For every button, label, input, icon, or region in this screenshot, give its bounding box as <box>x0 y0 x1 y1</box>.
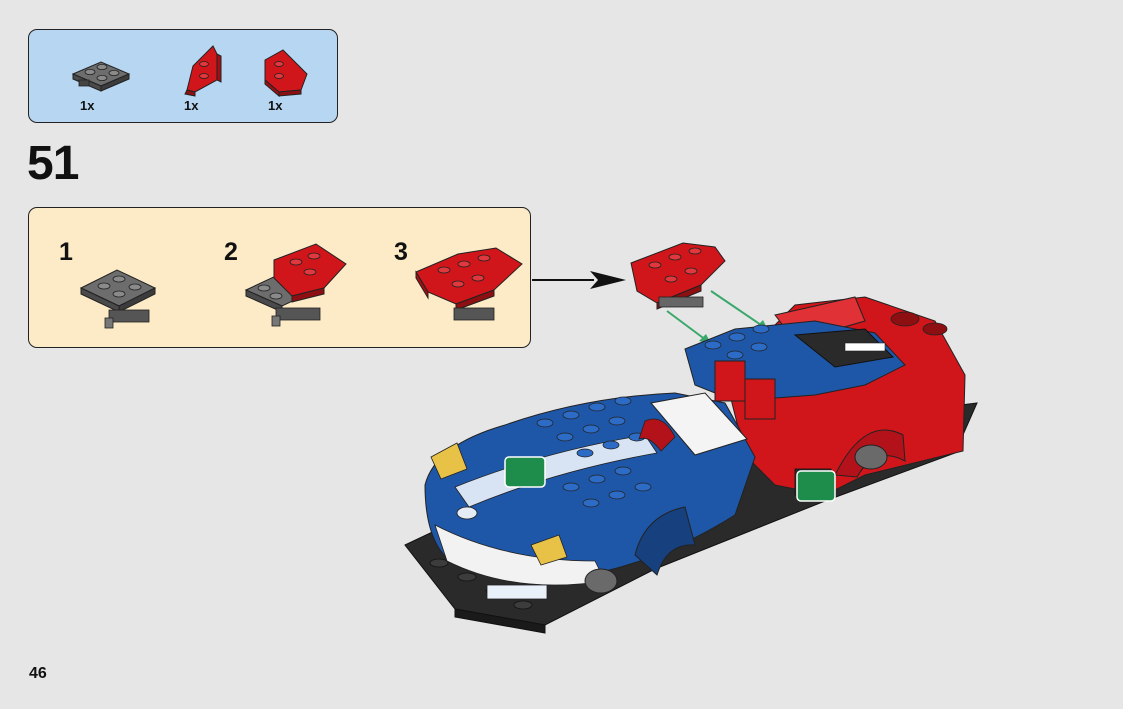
race-car-model-illustration <box>404 242 978 634</box>
red-wedge-subassembly <box>630 242 726 310</box>
sub-step-3: 3 <box>394 208 554 348</box>
front-studs <box>536 396 652 508</box>
half-red-assembly-icon <box>244 243 347 327</box>
red-wedge-assembly-icon <box>415 247 523 321</box>
sub-step-1: 1 <box>59 208 219 348</box>
sub-step-number: 1 <box>59 238 73 266</box>
part-red-wedge-right: 1x <box>257 40 327 120</box>
sub-step-number: 2 <box>224 238 238 266</box>
gray-plate-assembly-icon <box>79 269 157 329</box>
part-dark-gray-plate: 1x <box>69 40 139 120</box>
parts-list-callout: 1x 1x 1x <box>28 29 338 123</box>
dark-gray-plate-icon <box>71 61 131 92</box>
step-number: 51 <box>27 137 79 190</box>
red-wedge-plate-icon <box>184 45 222 97</box>
callout-arrow-icon <box>532 271 626 289</box>
red-wedge-plate-icon <box>264 49 308 98</box>
page-number: 46 <box>29 665 47 682</box>
part-quantity: 1x <box>268 98 283 113</box>
part-quantity: 1x <box>184 98 199 113</box>
part-quantity: 1x <box>80 98 95 113</box>
sub-step-number: 3 <box>394 238 408 266</box>
part-red-wedge-left: 1x <box>173 40 243 120</box>
sub-assembly-callout: 1 2 3 <box>28 207 531 348</box>
sub-step-2: 2 <box>224 208 384 348</box>
